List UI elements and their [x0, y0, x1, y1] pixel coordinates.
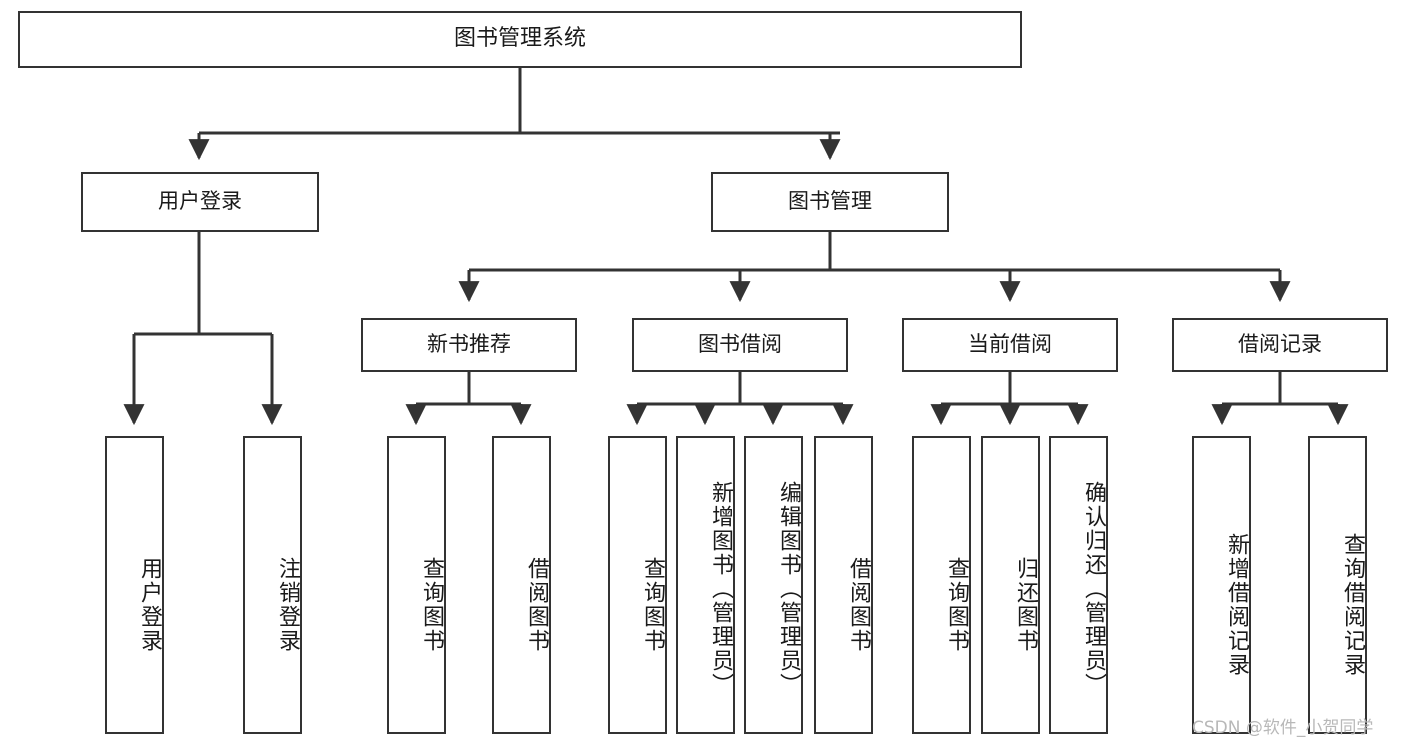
- node-root-label: 图书管理系统: [453, 26, 586, 52]
- node-root[interactable]: 图书管理系统: [18, 11, 1022, 68]
- node-current-borrow-label: 当前借阅: [968, 332, 1052, 357]
- leaf-query-borrow-record[interactable]: 查询借阅记录: [1308, 436, 1367, 734]
- leaf-borrow-book-1-label: 借阅图书: [524, 557, 549, 653]
- leaf-query-book-2-label: 查询图书: [640, 557, 665, 653]
- node-new-book-recommend[interactable]: 新书推荐: [361, 318, 577, 372]
- node-user-login-label: 用户登录: [158, 189, 242, 214]
- leaf-borrow-book-1[interactable]: 借阅图书: [492, 436, 551, 734]
- leaf-query-book-3[interactable]: 查询图书: [912, 436, 971, 734]
- node-book-manage-label: 图书管理: [788, 189, 872, 214]
- node-borrow-record[interactable]: 借阅记录: [1172, 318, 1388, 372]
- leaf-query-borrow-record-label: 查询借阅记录: [1340, 533, 1365, 677]
- leaf-logout-login-label: 注销登录: [275, 557, 300, 653]
- leaf-borrow-book-2-label: 借阅图书: [846, 557, 871, 653]
- leaf-add-book-admin[interactable]: 新增图书（管理员）: [676, 436, 735, 734]
- node-book-borrow[interactable]: 图书借阅: [632, 318, 848, 372]
- leaf-borrow-book-2[interactable]: 借阅图书: [814, 436, 873, 734]
- node-user-login[interactable]: 用户登录: [81, 172, 319, 232]
- leaf-confirm-return-admin[interactable]: 确认归还（管理员）: [1049, 436, 1108, 734]
- leaf-query-book-2[interactable]: 查询图书: [608, 436, 667, 734]
- leaf-confirm-return-admin-label: 确认归还（管理员）: [1081, 481, 1106, 697]
- leaf-return-book-label: 归还图书: [1013, 557, 1038, 653]
- node-borrow-record-label: 借阅记录: [1238, 332, 1322, 357]
- leaf-add-borrow-record-label: 新增借阅记录: [1224, 533, 1249, 677]
- csdn-watermark: CSDN @软件_小贺同学: [1192, 718, 1374, 738]
- leaf-query-book-1-label: 查询图书: [419, 557, 444, 653]
- leaf-add-book-admin-label: 新增图书（管理员）: [708, 481, 733, 697]
- leaf-query-book-3-label: 查询图书: [944, 557, 969, 653]
- node-new-book-recommend-label: 新书推荐: [427, 332, 511, 357]
- leaf-edit-book-admin-label: 编辑图书（管理员）: [776, 481, 801, 697]
- leaf-return-book[interactable]: 归还图书: [981, 436, 1040, 734]
- leaf-user-login-label: 用户登录: [137, 557, 162, 653]
- leaf-logout-login[interactable]: 注销登录: [243, 436, 302, 734]
- node-book-borrow-label: 图书借阅: [698, 332, 782, 357]
- leaf-user-login[interactable]: 用户登录: [105, 436, 164, 734]
- node-current-borrow[interactable]: 当前借阅: [902, 318, 1118, 372]
- node-book-manage[interactable]: 图书管理: [711, 172, 949, 232]
- leaf-query-book-1[interactable]: 查询图书: [387, 436, 446, 734]
- leaf-edit-book-admin[interactable]: 编辑图书（管理员）: [744, 436, 803, 734]
- leaf-add-borrow-record[interactable]: 新增借阅记录: [1192, 436, 1251, 734]
